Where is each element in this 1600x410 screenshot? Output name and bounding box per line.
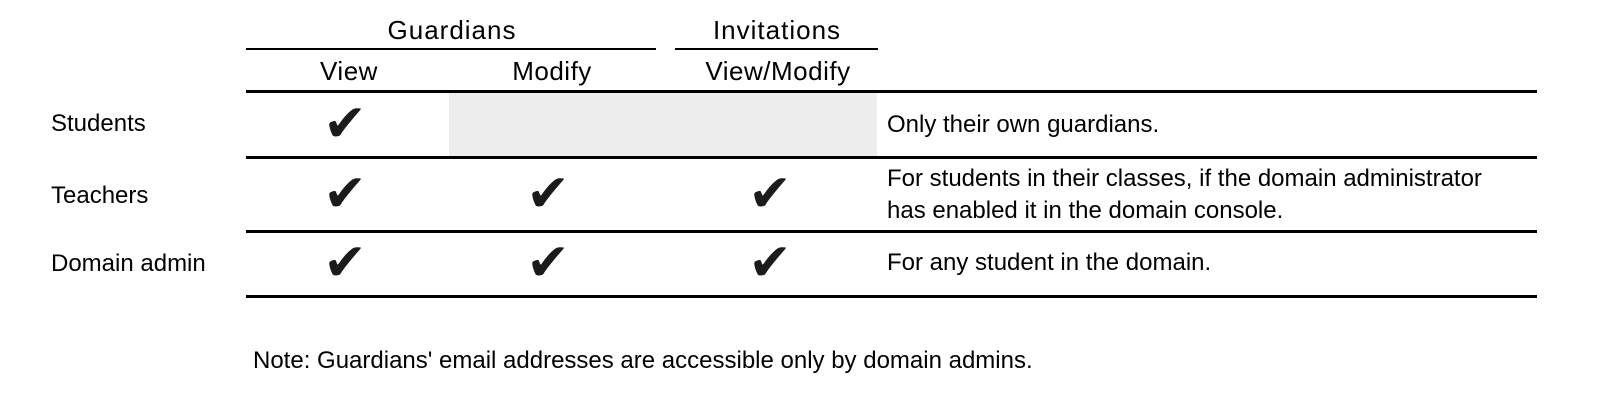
column-header-view-modify: View/Modify <box>705 56 851 86</box>
check-domain-admin-guardians-modify: ✔ <box>526 234 570 292</box>
domain-admin-note: For any student in the domain. <box>887 249 1212 276</box>
check-teachers-invitations-view-modify: ✔ <box>748 165 792 223</box>
check-teachers-guardians-view: ✔ <box>323 165 367 223</box>
check-teachers-guardians-modify: ✔ <box>526 165 570 223</box>
row-label-teachers: Teachers <box>51 182 149 209</box>
check-domain-admin-invitations-view-modify: ✔ <box>748 234 792 292</box>
teachers-note-line-1: For students in their classes, if the do… <box>887 165 1482 192</box>
table-rule-bottom <box>246 295 1537 298</box>
column-header-modify: Modify <box>512 56 592 86</box>
table-rule-after-teachers <box>246 230 1537 233</box>
row-label-domain-admin: Domain admin <box>51 250 206 277</box>
students-note: Only their own guardians. <box>887 111 1160 138</box>
table-rule-after-students <box>246 156 1537 159</box>
invitations-group-underline <box>675 48 878 50</box>
teachers-note-line-2: has enabled it in the domain console. <box>887 197 1284 224</box>
check-domain-admin-guardians-view: ✔ <box>323 234 367 292</box>
row-label-students: Students <box>51 110 146 137</box>
table-rule-top <box>246 90 1537 93</box>
teachers-note: For students in their classes, if the do… <box>887 163 1482 227</box>
footnote: Note: Guardians' email addresses are acc… <box>253 347 1033 374</box>
column-header-view: View <box>320 56 378 86</box>
check-students-guardians-view: ✔ <box>323 95 367 153</box>
column-group-guardians: Guardians <box>387 15 517 45</box>
guardians-group-underline <box>246 48 656 50</box>
students-no-permission-cell <box>449 93 877 156</box>
column-group-invitations: Invitations <box>712 15 842 45</box>
